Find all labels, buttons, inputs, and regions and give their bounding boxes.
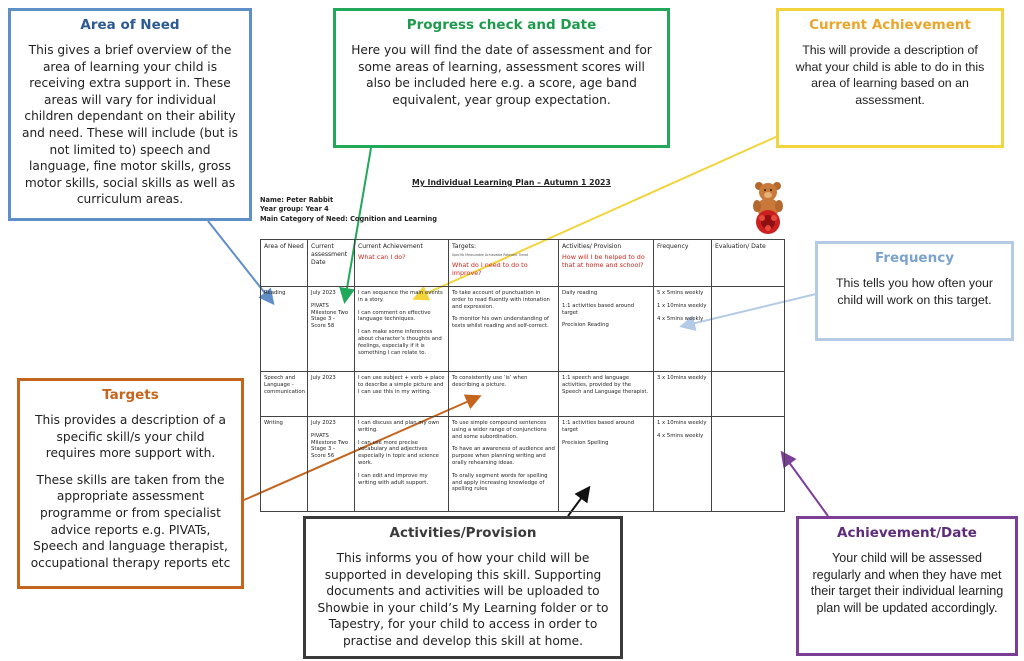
table-header-row: Area of Need Current assessment Date Cur… — [260, 239, 785, 287]
table-row: Reading July 2023 PIVATS Milestone Two S… — [260, 286, 785, 372]
callout-body-2: These skills are taken from the appropri… — [30, 472, 231, 570]
cell-activities: 1:1 activities based around target Preci… — [558, 416, 654, 512]
arrow-achievement — [780, 450, 829, 517]
cell-area: Reading — [260, 286, 308, 372]
callout-frequency: Frequency This tells you how often your … — [815, 241, 1014, 341]
table-row: Writing July 2023 PIVATS Milestone Two S… — [260, 416, 785, 512]
callout-body: This gives a brief overview of the area … — [21, 43, 239, 207]
cell-area: Speech and Language - communication — [260, 371, 308, 417]
cell-activities: Daily reading 1:1 activities based aroun… — [558, 286, 654, 372]
callout-body: Here you will find the date of assessmen… — [351, 43, 652, 107]
cell-activities: 1:1 speech and language activities, prov… — [558, 371, 654, 417]
header-activities-question: How will I be helped to do that at home … — [562, 253, 645, 269]
callout-body: Your child will be assessed regularly an… — [810, 551, 1004, 615]
cell-current: I can use subject + verb + place to desc… — [354, 371, 449, 417]
cell-date: July 2023 — [307, 371, 355, 417]
cell-date: July 2023 PIVATS Milestone Two Stage 3 -… — [307, 286, 355, 372]
cell-targets: To take account of punctuation in order … — [448, 286, 559, 372]
header-evaluation: Evaluation/ Date — [711, 239, 785, 287]
student-name: Name: Peter Rabbit — [260, 196, 334, 204]
header-current: Current Achievement What can I do? — [354, 239, 449, 287]
callout-title: Progress check and Date — [406, 17, 597, 33]
learning-plan-table: Area of Need Current assessment Date Cur… — [260, 239, 785, 512]
cell-targets: To consistently use ‘is’ when describing… — [448, 371, 559, 417]
callout-current-achievement: Current Achievement This will provide a … — [776, 8, 1004, 148]
cell-frequency: 1 x 10mins weekly 4 x 5mins weekly — [653, 416, 712, 512]
cell-evaluation — [711, 416, 785, 512]
callout-title: Targets — [102, 387, 159, 403]
callout-body: This provides a description of a specifi… — [35, 413, 226, 461]
callout-progress-check: Progress check and Date Here you will fi… — [333, 8, 670, 148]
cell-frequency: 3 x 10mins weekly — [653, 371, 712, 417]
callout-targets: Targets This provides a description of a… — [17, 378, 244, 589]
header-targets-question: What do I need to do to improve? — [452, 261, 528, 277]
callout-title: Activities/Provision — [389, 525, 537, 541]
cell-evaluation — [711, 371, 785, 417]
table-row: Speech and Language - communication July… — [260, 371, 785, 417]
cell-current: I can sequence the main events in a stor… — [354, 286, 449, 372]
cell-frequency: 5 x 5mins weekly 1 x 10mins weekly 4 x 5… — [653, 286, 712, 372]
header-activities: Activities/ Provision How will I be help… — [558, 239, 654, 287]
header-frequency: Frequency — [653, 239, 712, 287]
teddy-bear-logo-icon — [753, 182, 783, 234]
cell-targets: To use simple compound sentences using a… — [448, 416, 559, 512]
header-area: Area of Need — [260, 239, 308, 287]
header-targets: Targets: Specific Measurable Achievable … — [448, 239, 559, 287]
callout-achievement-date: Achievement/Date Your child will be asse… — [796, 516, 1018, 656]
category-of-need: Main Category of Need: Cognition and Lea… — [260, 214, 437, 223]
header-current-question: What can I do? — [358, 253, 406, 261]
callout-title: Achievement/Date — [837, 525, 977, 541]
callout-title: Frequency — [874, 250, 955, 266]
cell-area: Writing — [260, 416, 308, 512]
plan-title: My Individual Learning Plan – Autumn 1 2… — [412, 178, 611, 187]
cell-evaluation — [711, 286, 785, 372]
plan-meta: Name: Peter Rabbit Year group: Year 4 Ma… — [260, 196, 437, 224]
callout-body: This will provide a description of what … — [795, 43, 985, 107]
smart-label: Specific Measurable Achievable Relevant … — [452, 253, 529, 257]
callout-body: This tells you how often your child will… — [835, 276, 994, 307]
year-group: Year group: Year 4 — [260, 205, 329, 214]
header-assessment: Current assessment Date — [307, 239, 355, 287]
callout-area-of-need: Area of Need This gives a brief overview… — [8, 8, 252, 221]
callout-title: Area of Need — [80, 17, 180, 33]
callout-title: Current Achievement — [809, 17, 971, 33]
callout-body: This informs you of how your child will … — [317, 551, 609, 648]
callout-activities-provision: Activities/Provision This informs you of… — [303, 516, 623, 659]
cell-date: July 2023 PIVATS Milestone Two Stage 3 -… — [307, 416, 355, 512]
cell-current: I can discuss and plan my own writing. I… — [354, 416, 449, 512]
